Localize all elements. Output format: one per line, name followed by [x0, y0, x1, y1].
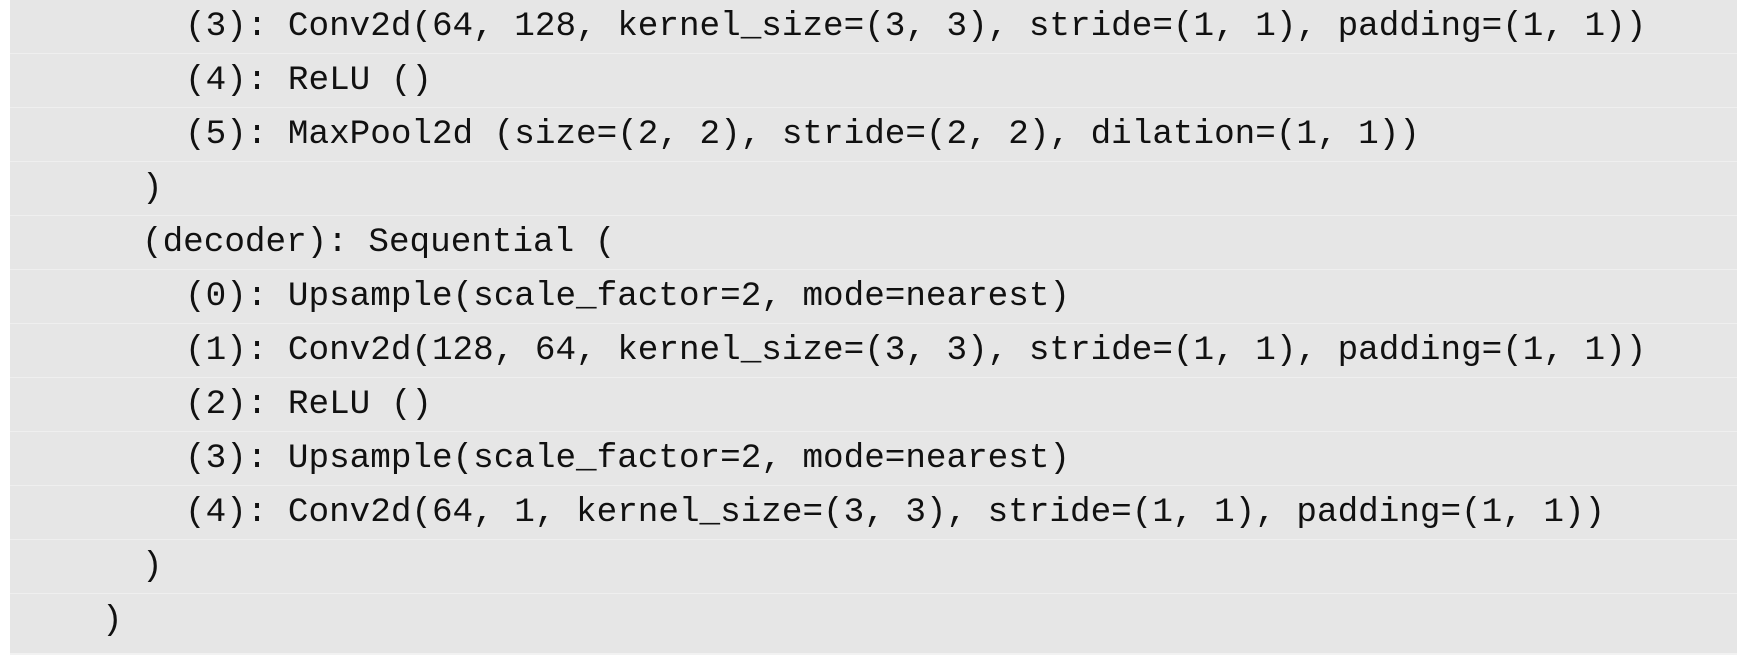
code-line: (decoder): Sequential (: [10, 216, 1737, 270]
code-line: (3): Conv2d(64, 128, kernel_size=(3, 3),…: [10, 0, 1737, 54]
code-listing: (3): Conv2d(64, 128, kernel_size=(3, 3),…: [10, 0, 1737, 655]
code-line: (2): ReLU (): [10, 378, 1737, 432]
code-line: (4): ReLU (): [10, 54, 1737, 108]
code-line: ): [102, 601, 123, 640]
code-line: (1): Conv2d(128, 64, kernel_size=(3, 3),…: [10, 324, 1737, 378]
code-line: (3): Upsample(scale_factor=2, mode=neare…: [10, 432, 1737, 486]
code-line: (4): Conv2d(64, 1, kernel_size=(3, 3), s…: [10, 486, 1737, 540]
code-line: ): [10, 540, 1737, 594]
code-line: (5): MaxPool2d (size=(2, 2), stride=(2, …: [10, 108, 1737, 162]
code-line: (0): Upsample(scale_factor=2, mode=neare…: [10, 270, 1737, 324]
code-line: ): [10, 162, 1737, 216]
